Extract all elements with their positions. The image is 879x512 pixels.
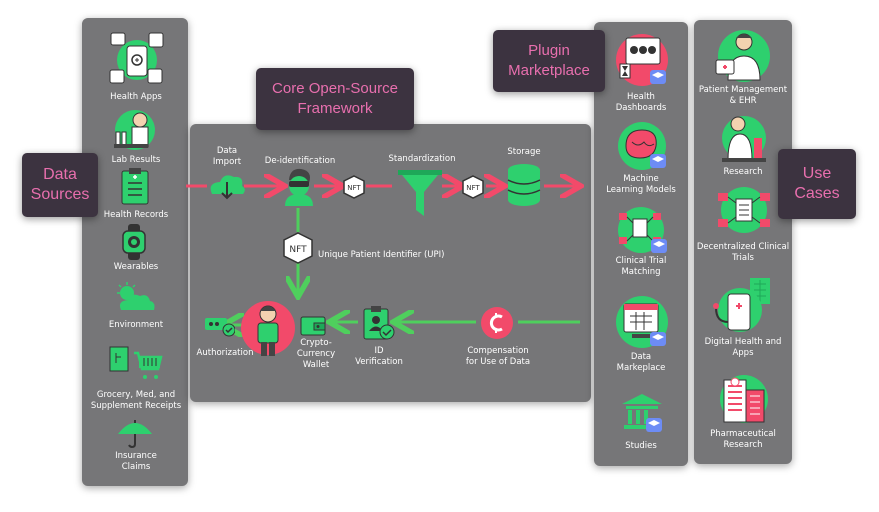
phone-stethoscope-icon [712,276,772,336]
nft-icon-2: NFT [461,175,485,199]
label-upi: Unique Patient Identifier (UPI) [318,250,445,260]
health-apps-icon [107,30,165,86]
nft-badge-text-1: NFT [347,184,361,192]
ml-brain-icon [612,120,670,172]
wallet-icon [300,314,326,336]
upi-nft-badge-text: NFT [289,245,307,255]
tag-core-framework: Core Open-Source Framework [256,68,414,130]
label-research: Research [723,167,763,177]
nft-badge-text-2: NFT [466,184,480,192]
label-studies: Studies [625,441,657,451]
institution-icon [620,392,664,434]
environment-icon [115,282,157,314]
tag-plugin-marketplace: Plugin Marketplace [493,30,605,92]
label-pharmaceutical-research: Pharmaceutical Research [710,429,776,450]
doctor-icon [712,28,772,84]
label-clinical-trial: Clinical Trial Matching [615,256,667,277]
label-environment: Environment [108,320,164,330]
label-digital-health: Digital Health and Apps [704,337,782,358]
tag-plugin-marketplace-text: Plugin Marketplace [508,42,590,79]
tag-core-framework-text: Core Open-Source Framework [272,80,398,117]
label-id-verification: ID Verification [355,346,403,367]
label-health-records: Health Records [103,210,169,220]
cloud-download-icon [208,170,246,202]
patient-person-icon [240,298,296,358]
label-storage: Storage [507,147,541,157]
tag-use-cases: Use Cases [778,149,856,219]
label-patient-management: Patient Management & EHR [698,85,788,106]
wearables-icon [120,224,148,260]
dashboard-icon [612,32,670,88]
label-standardization: Standardization [388,154,456,164]
decentralized-network-icon [716,185,772,235]
funnel-icon [396,168,444,218]
label-crypto-wallet: Crypto- Currency Wallet [296,338,336,370]
upi-nft-icon: NFT [282,232,314,264]
pharma-building-icon [716,372,772,426]
crypto-coin-icon [480,306,514,340]
label-wearables: Wearables [113,262,159,272]
label-insurance-claims: Insurance Claims [115,451,157,472]
health-records-icon [120,168,150,206]
researcher-icon [718,112,768,164]
label-receipts: Grocery, Med, and Supplement Receipts [90,390,182,411]
lab-results-icon [110,106,160,152]
masked-person-icon [283,168,315,206]
label-lab-results: Lab Results [111,155,161,165]
database-icon [506,163,542,207]
label-decentralized-trials: Decentralized Clinical Trials [696,242,790,263]
label-compensation: Compensation for Use of Data [465,346,531,367]
label-authorization: Authorization [196,348,254,358]
network-icon [613,205,669,255]
label-health-apps: Health Apps [110,92,162,102]
label-data-marketplace: Data Markeplace [616,352,666,373]
insurance-umbrella-icon [116,418,154,448]
tag-data-sources-text: Data Sources [30,166,90,203]
nft-icon-1: NFT [342,175,366,199]
tag-data-sources: Data Sources [22,153,98,217]
tag-use-cases-text: Use Cases [794,165,840,202]
label-data-import: Data Import [212,146,242,167]
label-health-dashboards: Health Dashboards [615,92,667,113]
id-badge-icon [362,305,396,341]
browser-grid-icon [612,294,670,350]
receipts-icon [108,345,164,383]
key-icon [205,315,235,337]
label-de-identification: De-identification [264,156,336,166]
label-ml-models: Machine Learning Models [606,174,676,195]
